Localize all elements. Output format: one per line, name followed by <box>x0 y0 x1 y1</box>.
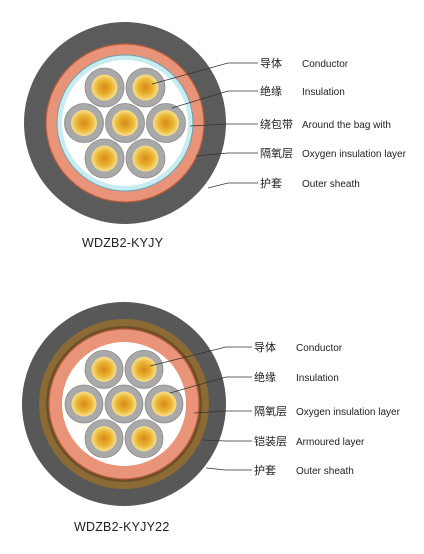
insulated-core <box>64 384 104 424</box>
svg-text:Conductor: Conductor <box>296 343 343 354</box>
insulated-core <box>84 138 125 179</box>
copper-conductor <box>71 110 97 136</box>
svg-text:导体: 导体 <box>254 340 276 354</box>
leader-lines <box>149 346 252 471</box>
conductor-cores <box>64 67 186 179</box>
copper-conductor <box>131 426 157 452</box>
copper-conductor <box>111 391 137 417</box>
svg-text:Conductor: Conductor <box>302 59 349 70</box>
insulated-core <box>144 384 184 424</box>
model-caption-1: WDZB2-KYJY <box>82 236 164 250</box>
svg-text:护套: 护套 <box>260 176 282 190</box>
conductor-cores <box>64 349 184 459</box>
svg-text:导体: 导体 <box>260 56 282 70</box>
insulated-core <box>146 103 186 143</box>
copper-conductor <box>131 356 157 382</box>
leader-lines <box>151 62 258 189</box>
copper-conductor <box>91 426 117 452</box>
label-conductor-1: 导体 Conductor <box>260 56 349 70</box>
copper-conductor <box>91 356 117 382</box>
insulated-core <box>84 67 125 108</box>
insulated-core <box>125 67 166 108</box>
cable-diagram-2: 导体 Conductor 绝缘 Insulation 隔氧层 Oxygen in… <box>22 302 401 534</box>
cable-diagram-1: 导体 Conductor 绝缘 Insulation 绕包带 Around th… <box>24 22 407 250</box>
label-oxygen-layer-1: 隔氧层 Oxygen insulation layer <box>260 146 407 160</box>
insulated-core <box>84 419 124 459</box>
insulated-core <box>64 103 104 143</box>
svg-text:Insulation: Insulation <box>302 87 345 98</box>
svg-text:Armoured layer: Armoured layer <box>296 437 365 448</box>
copper-conductor <box>132 145 159 172</box>
label-insulation-1: 绝缘 Insulation <box>260 84 345 98</box>
svg-text:Outer sheath: Outer sheath <box>296 466 354 477</box>
copper-conductor <box>151 391 177 417</box>
copper-conductor <box>153 110 179 136</box>
model-caption-2: WDZB2-KYJY22 <box>74 520 169 534</box>
svg-text:Insulation: Insulation <box>296 373 339 384</box>
insulated-core <box>125 138 166 179</box>
label-insulation-2: 绝缘 Insulation <box>254 370 339 384</box>
svg-text:绝缘: 绝缘 <box>260 84 282 98</box>
svg-text:护套: 护套 <box>254 463 276 477</box>
copper-conductor <box>132 74 159 101</box>
svg-text:Outer sheath: Outer sheath <box>302 179 360 190</box>
label-oxygen-layer-2: 隔氧层 Oxygen insulation layer <box>254 404 401 418</box>
label-conductor-2: 导体 Conductor <box>254 340 343 354</box>
svg-text:隔氧层: 隔氧层 <box>254 404 287 418</box>
insulated-core <box>84 349 124 389</box>
insulated-core <box>124 349 164 389</box>
label-armour-2: 铠装层 Armoured layer <box>254 434 365 448</box>
label-outer-sheath-2: 护套 Outer sheath <box>254 463 354 477</box>
svg-text:Oxygen insulation layer: Oxygen insulation layer <box>302 149 407 160</box>
insulated-core <box>105 103 145 143</box>
svg-text:Around the bag with: Around the bag with <box>302 120 391 131</box>
label-wrap-tape-1: 绕包带 Around the bag with <box>260 118 391 131</box>
svg-text:绕包带: 绕包带 <box>260 118 293 131</box>
svg-text:隔氧层: 隔氧层 <box>260 146 293 160</box>
copper-conductor <box>112 110 138 136</box>
svg-text:Oxygen insulation layer: Oxygen insulation layer <box>296 407 401 418</box>
label-outer-sheath-1: 护套 Outer sheath <box>260 176 360 190</box>
copper-conductor <box>71 391 97 417</box>
insulated-core <box>104 384 144 424</box>
copper-conductor <box>91 74 118 101</box>
svg-text:铠装层: 铠装层 <box>254 434 287 448</box>
svg-text:绝缘: 绝缘 <box>254 370 276 384</box>
copper-conductor <box>91 145 118 172</box>
insulated-core <box>124 419 164 459</box>
